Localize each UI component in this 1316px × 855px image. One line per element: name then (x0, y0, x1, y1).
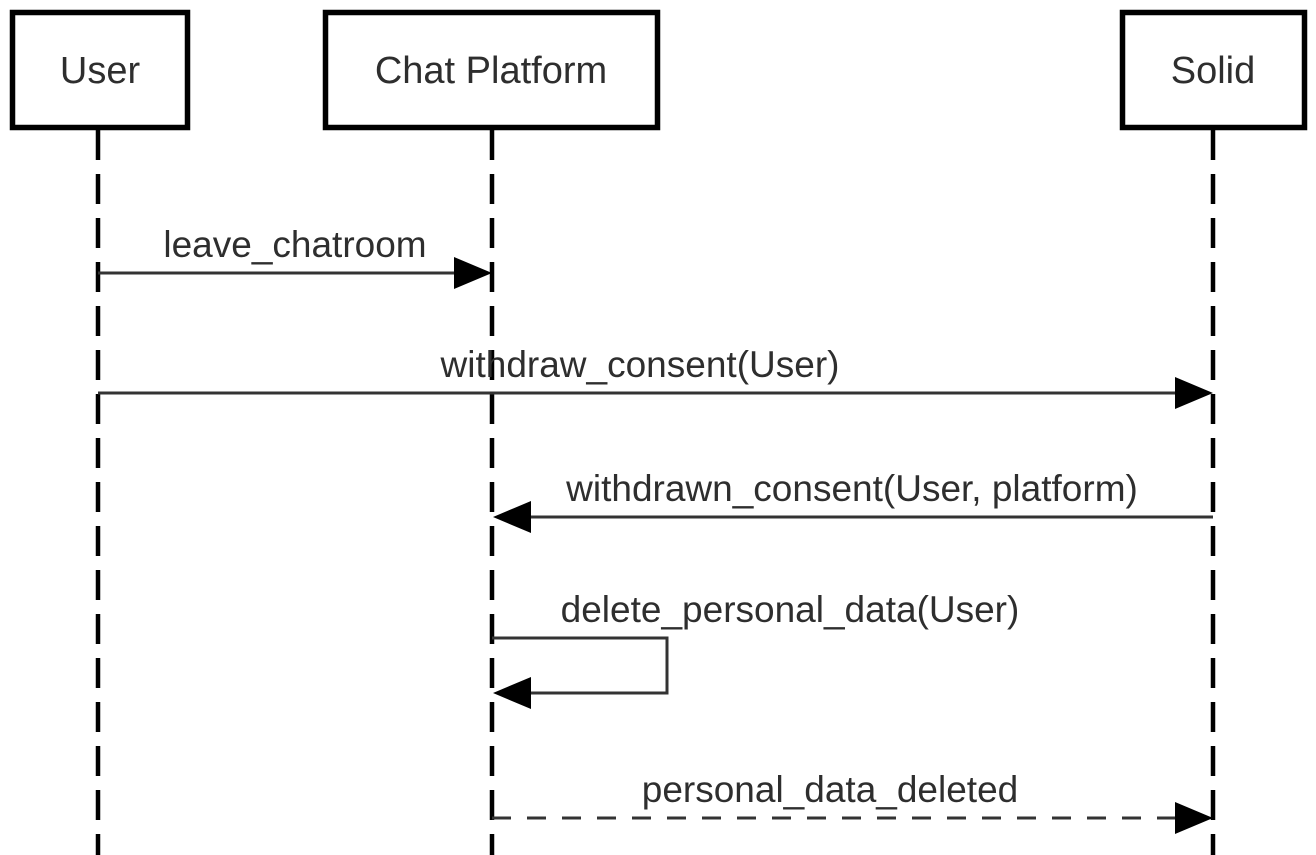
actor-label-chat-platform: Chat Platform (375, 50, 607, 92)
actor-box-chat-platform (322, 9, 661, 131)
message-withdrawn-consent: withdrawn_consent(User, platform) (493, 468, 1213, 533)
message-label-withdraw-consent: withdraw_consent(User) (440, 344, 840, 385)
message-delete-personal-data: delete_personal_data(User) (492, 589, 1019, 709)
message-leave-chatroom: leave_chatroom (98, 224, 492, 289)
arrowhead-left-icon (493, 501, 531, 533)
arrowhead-right-icon (454, 257, 492, 289)
message-withdraw-consent: withdraw_consent(User) (98, 344, 1213, 409)
actor-box-solid (1119, 9, 1308, 131)
message-label-personal-data-deleted: personal_data_deleted (642, 769, 1019, 810)
arrowhead-right-icon (1175, 377, 1213, 409)
arrowhead-right-icon (1175, 802, 1213, 834)
actor-label-user: User (60, 50, 141, 92)
message-loop-delete-personal-data (492, 636, 669, 695)
actor-box-user (9, 9, 191, 131)
message-personal-data-deleted: personal_data_deleted (492, 769, 1213, 834)
message-label-leave-chatroom: leave_chatroom (163, 224, 426, 265)
arrowhead-left-icon (493, 677, 531, 709)
actor-user: User (9, 9, 191, 131)
message-label-withdrawn-consent: withdrawn_consent(User, platform) (565, 468, 1138, 509)
actor-chat-platform: Chat Platform (322, 9, 661, 131)
actor-solid: Solid (1119, 9, 1308, 131)
message-label-delete-personal-data: delete_personal_data(User) (561, 589, 1020, 630)
actor-label-solid: Solid (1171, 50, 1256, 92)
